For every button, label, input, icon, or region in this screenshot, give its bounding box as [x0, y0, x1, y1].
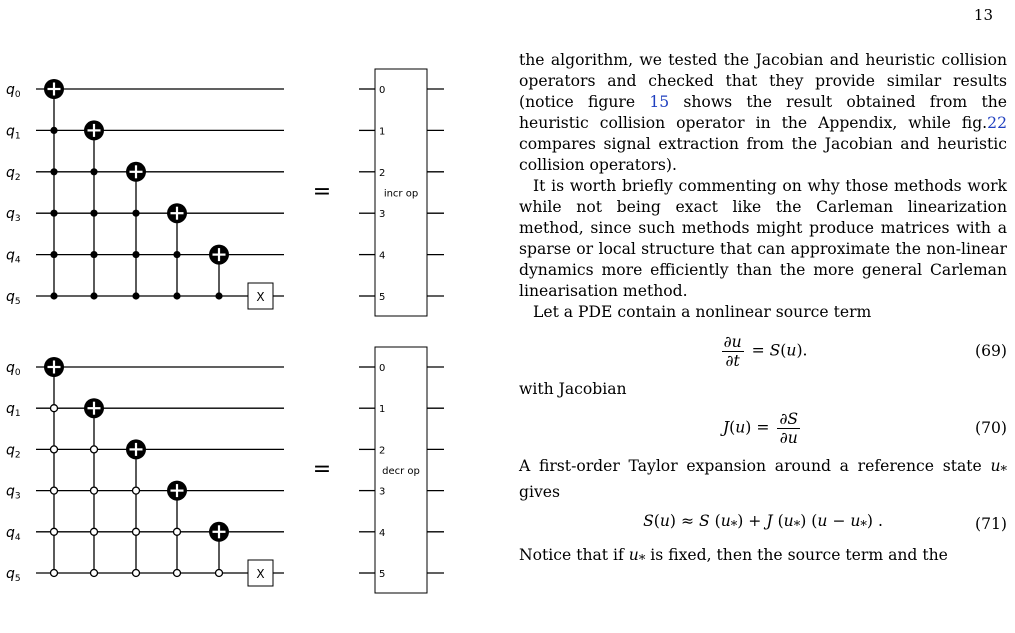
incr-control-dot-1-5 [90, 292, 98, 300]
incr-control-dot-3-5 [173, 292, 181, 300]
incr-op-wire-label-5: 5 [379, 292, 385, 303]
body-text: the algorithm, we tested the Jacobian an… [519, 50, 1007, 571]
decr-x-gate-label: X [256, 567, 264, 581]
decr-control-open-2-3 [131, 486, 141, 495]
paragraph-2: It is worth briefly commenting on why th… [519, 177, 1007, 300]
decr-op-wire-label-2: 2 [379, 445, 385, 456]
incr-control-dot-1-3 [90, 209, 98, 217]
decr-control-open-1-2 [89, 445, 99, 454]
decr-control-open-3-5 [172, 568, 182, 578]
decr-control-open-0-2 [49, 445, 59, 454]
incr-qubit-label-4: q4 [6, 248, 21, 266]
incr-op-wire-label-1: 1 [379, 126, 385, 137]
decr-op-box [374, 346, 428, 594]
incr-control-dot-2-3 [132, 209, 140, 217]
incr-qubit-label-3: q3 [6, 206, 21, 224]
equation-number-69: (69) [974, 341, 1007, 360]
incr-control-dot-1-2 [90, 168, 98, 176]
incr-control-dot-2-5 [132, 292, 140, 300]
incr-control-dot-0-3 [50, 209, 58, 217]
incr-op-box [374, 68, 428, 317]
incr-control-dot-0-1 [50, 126, 58, 134]
decr-op-wire-label-4: 4 [379, 528, 385, 539]
decr-control-open-1-3 [89, 486, 99, 495]
decr-qubit-label-0: q0 [6, 360, 21, 378]
incr-qubit-label-0: q0 [6, 82, 21, 100]
incr-qubit-label-5: q5 [6, 289, 21, 307]
decr-op-wire-label-5: 5 [379, 569, 385, 580]
decr-qubit-label-3: q3 [6, 484, 21, 502]
incr-x-gate [247, 282, 274, 310]
decr-control-open-1-5 [89, 568, 99, 578]
paragraph-1: the algorithm, we tested the Jacobian an… [519, 51, 1007, 174]
equation-number-70: (70) [974, 418, 1007, 437]
incr-control-dot-3-4 [173, 251, 181, 259]
decr-control-open-2-4 [131, 527, 141, 536]
paragraph-3: Let a PDE contain a nonlinear source ter… [533, 303, 872, 321]
figure-ref-15[interactable]: 15 [649, 93, 670, 111]
paragraph-4: with Jacobian [519, 380, 627, 398]
decr-op-box-label: decr op [382, 466, 420, 477]
decr-op-wire-label-0: 0 [379, 363, 385, 374]
incr-equals-sign: = [313, 180, 331, 205]
decr-control-open-0-3 [49, 486, 59, 495]
incr-op-box-label: incr op [384, 189, 418, 200]
equation-71: S(u) ≈ S (u*) + J (u*) (u − u*) . (71) [643, 512, 1007, 535]
incr-control-dot-0-5 [50, 292, 58, 300]
incr-control-dot-4-5 [215, 292, 223, 300]
incr-control-dot-0-2 [50, 168, 58, 176]
equation-70: J(u) = ∂S∂u (70) [722, 409, 1007, 447]
equation-69: ∂u∂t = S(u). (69) [721, 332, 1007, 370]
decr-control-open-0-1 [49, 404, 59, 413]
incr-qubit-label-2: q2 [6, 165, 21, 183]
incr-x-gate-label: X [256, 290, 264, 304]
decr-op-wire-label-1: 1 [379, 404, 385, 415]
decr-control-open-0-5 [49, 568, 59, 578]
decr-control-open-0-4 [49, 527, 59, 536]
incr-op-wire-label-2: 2 [379, 168, 385, 179]
incr-op-wire-label-4: 4 [379, 251, 385, 262]
decr-qubit-label-2: q2 [6, 442, 21, 460]
figure-ref-22[interactable]: 22 [987, 114, 1007, 132]
decr-control-open-3-4 [172, 527, 182, 536]
decr-equals-sign: = [313, 457, 331, 482]
decr-x-gate [247, 559, 274, 587]
decr-control-open-4-5 [214, 568, 224, 578]
decr-qubit-label-1: q1 [6, 401, 21, 419]
equation-number-71: (71) [974, 514, 1007, 533]
decr-control-open-1-4 [89, 527, 99, 536]
decr-control-open-2-5 [131, 568, 141, 578]
incr-control-dot-1-4 [90, 251, 98, 259]
decr-op-wire-label-3: 3 [379, 487, 385, 498]
paragraph-5: A first-order Taylor expansion around a … [519, 457, 1007, 502]
page-number: 13 [973, 6, 993, 24]
incr-control-dot-0-4 [50, 251, 58, 259]
decr-qubit-label-4: q4 [6, 525, 21, 543]
paragraph-6: Notice that if u* is fixed, then the sou… [519, 546, 948, 569]
incr-control-dot-2-4 [132, 251, 140, 259]
decr-qubit-label-5: q5 [6, 566, 21, 584]
incr-op-wire-label-0: 0 [379, 85, 385, 96]
incr-qubit-label-1: q1 [6, 123, 21, 141]
incr-op-wire-label-3: 3 [379, 209, 385, 220]
